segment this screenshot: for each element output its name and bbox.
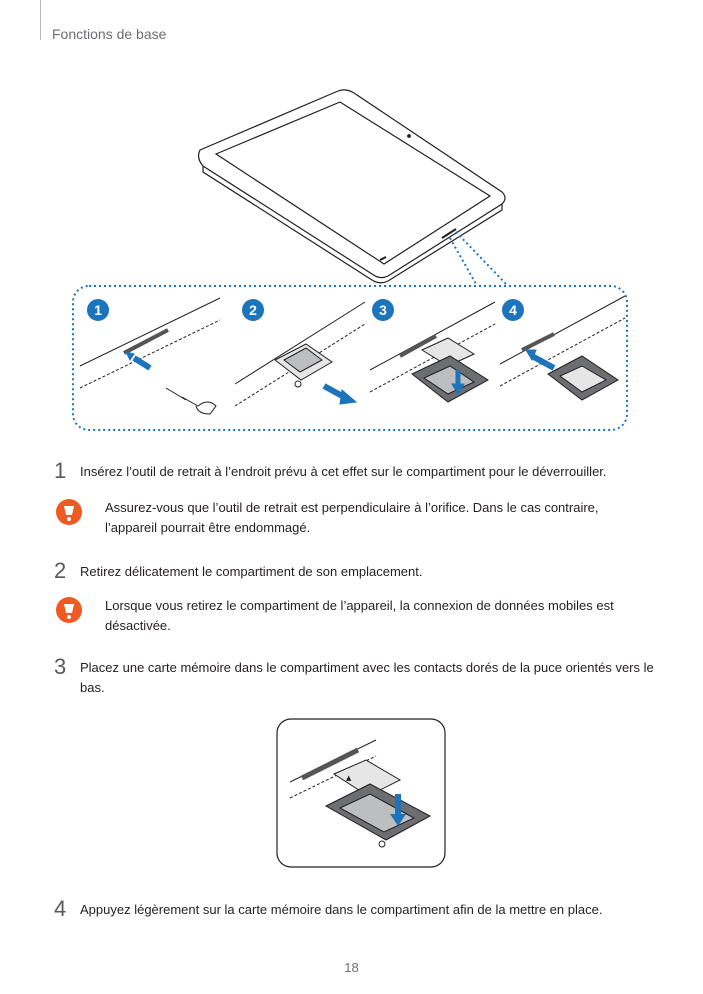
caution-icon bbox=[56, 499, 82, 525]
caution-text: Lorsque vous retirez le compartiment de … bbox=[105, 598, 614, 633]
svg-text:2: 2 bbox=[249, 302, 257, 318]
step-number: 1 bbox=[54, 458, 67, 483]
panel-place-card bbox=[369, 301, 496, 403]
panel-insert-pin bbox=[79, 297, 221, 415]
step-text: Retirez délicatement le compartiment de … bbox=[80, 564, 423, 579]
memory-card-illustration: ▲ bbox=[276, 718, 446, 868]
svg-text:3: 3 bbox=[379, 302, 387, 318]
step-badge-1: 1 bbox=[87, 299, 109, 321]
panel-insert-tray bbox=[499, 295, 626, 401]
step-badge-2: 2 bbox=[242, 299, 264, 321]
section-title: Fonctions de base bbox=[52, 26, 167, 42]
step-number: 3 bbox=[54, 654, 67, 679]
svg-text:1: 1 bbox=[94, 302, 102, 318]
step-text: Placez une carte mémoire dans le compart… bbox=[80, 660, 654, 695]
step-number: 4 bbox=[54, 896, 67, 921]
caution-text: Assurez-vous que l’outil de retrait est … bbox=[105, 500, 599, 535]
step-badge-3: 3 bbox=[372, 299, 394, 321]
caution-icon bbox=[56, 597, 82, 623]
step-text: Appuyez légèrement sur la carte mémoire … bbox=[80, 902, 603, 917]
tablet-drawing bbox=[197, 89, 506, 284]
card-mark-icon: ▲ bbox=[346, 774, 352, 782]
step-text: Insérez l’outil de retrait à l’endroit p… bbox=[80, 464, 607, 479]
tray-insertion-illustration: 1 2 3 4 bbox=[72, 89, 628, 431]
panel-remove-tray bbox=[234, 301, 366, 407]
page-number: 18 bbox=[344, 960, 359, 975]
step-badge-4: 4 bbox=[502, 299, 524, 321]
svg-text:4: 4 bbox=[509, 302, 517, 318]
callout-frame bbox=[72, 231, 628, 431]
header-rule bbox=[40, 0, 41, 40]
step-number: 2 bbox=[54, 558, 67, 583]
